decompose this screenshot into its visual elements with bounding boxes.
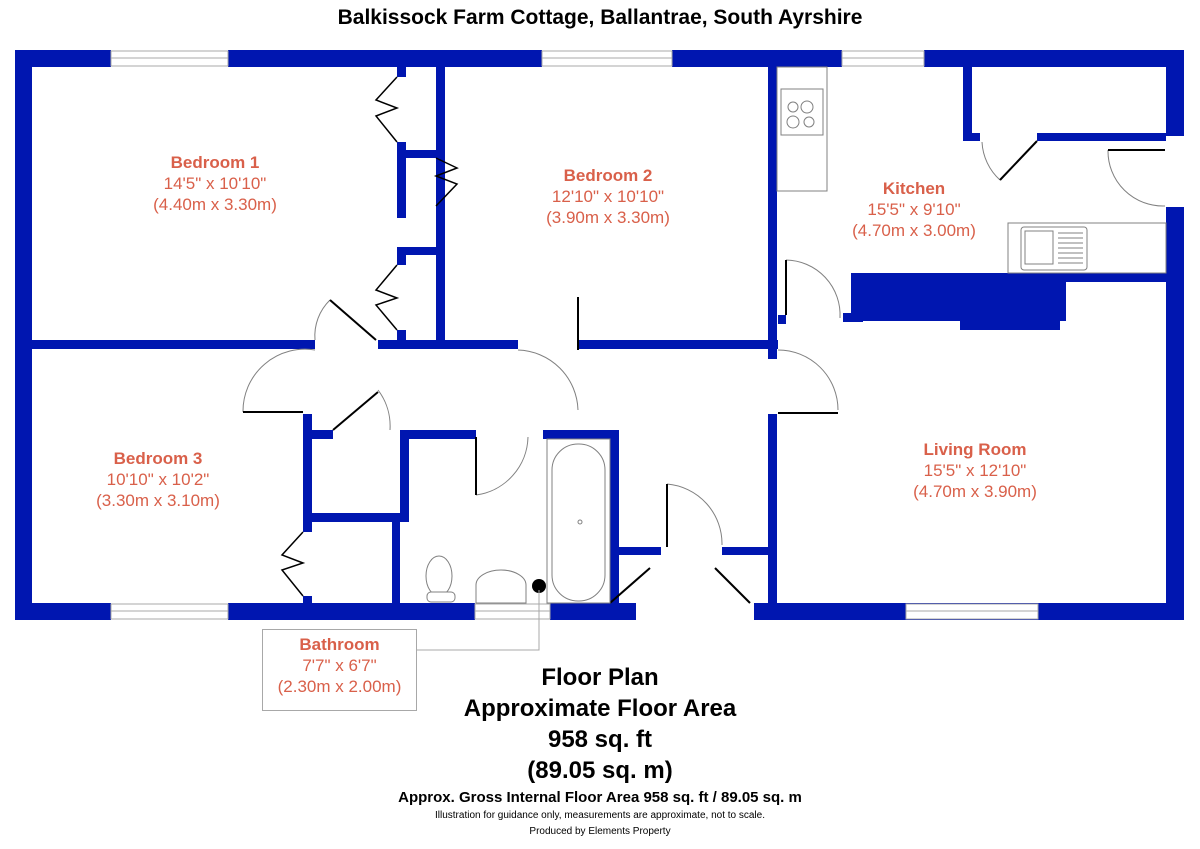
room-name: Living Room [923, 440, 1027, 459]
room-label-living-room: Living Room 15'5" x 12'10" (4.70m x 3.90… [875, 439, 1075, 502]
room-metric: (2.30m x 2.00m) [277, 677, 402, 696]
bathroom-label-text: Bathroom 7'7" x 6'7" (2.30m x 2.00m) [263, 634, 416, 697]
room-name: Bedroom 2 [563, 166, 653, 185]
room-label-bedroom-3: Bedroom 3 10'10" x 10'2" (3.30m x 3.10m) [58, 448, 258, 511]
room-metric: (4.70m x 3.90m) [913, 482, 1037, 501]
floor-area-summary: Floor Plan Approximate Floor Area 958 sq… [400, 662, 800, 786]
room-imperial: 15'5" x 9'10" [867, 200, 961, 219]
room-label-kitchen: Kitchen 15'5" x 9'10" (4.70m x 3.00m) [814, 178, 1014, 241]
wardrobe-doors [280, 76, 459, 597]
summary-heading: Floor Plan [541, 664, 659, 691]
room-metric: (3.30m x 3.10m) [96, 491, 220, 510]
room-name: Bathroom [299, 635, 380, 654]
room-imperial: 10'10" x 10'2" [106, 470, 210, 489]
summary-sqft: 958 sq. ft [547, 726, 653, 753]
room-metric: (4.40m x 3.30m) [153, 195, 277, 214]
gross-area-line: Approx. Gross Internal Floor Area 958 sq… [398, 789, 802, 806]
room-metric: (3.90m x 3.30m) [546, 208, 670, 227]
hob-icon [780, 88, 824, 136]
producer-credit: Produced by Elements Property [529, 826, 671, 837]
room-label-bathroom: Bathroom 7'7" x 6'7" (2.30m x 2.00m) [262, 629, 417, 711]
room-imperial: 14'5" x 10'10" [163, 174, 267, 193]
walls [15, 50, 1184, 620]
room-metric: (4.70m x 3.00m) [852, 221, 976, 240]
room-imperial: 7'7" x 6'7" [302, 656, 377, 675]
boiler-dot [532, 579, 546, 593]
plan-title: Balkissock Farm Cottage, Ballantrae, Sou… [337, 6, 863, 29]
toilet-icon [425, 555, 453, 597]
door-swings [242, 141, 1166, 546]
disclaimer: Illustration for guidance only, measurem… [435, 810, 765, 821]
door-leaves [243, 140, 1165, 604]
fixtures [425, 66, 1167, 604]
room-label-bedroom-1: Bedroom 1 14'5" x 10'10" (4.40m x 3.30m) [115, 152, 315, 215]
summary-sqm: (89.05 sq. m) [527, 757, 673, 784]
summary-subheading: Approximate Floor Area [463, 695, 737, 722]
room-imperial: 15'5" x 12'10" [923, 461, 1027, 480]
room-name: Bedroom 3 [113, 449, 203, 468]
bathroom-label-leader [417, 590, 540, 651]
room-label-bedroom-2: Bedroom 2 12'10" x 10'10" (3.90m x 3.30m… [508, 165, 708, 228]
drainer-lines [1058, 232, 1083, 264]
room-imperial: 12'10" x 10'10" [551, 187, 665, 206]
room-name: Bedroom 1 [170, 153, 260, 172]
room-name: Kitchen [882, 179, 946, 198]
windows [110, 50, 1039, 620]
basin-icon [475, 569, 527, 604]
